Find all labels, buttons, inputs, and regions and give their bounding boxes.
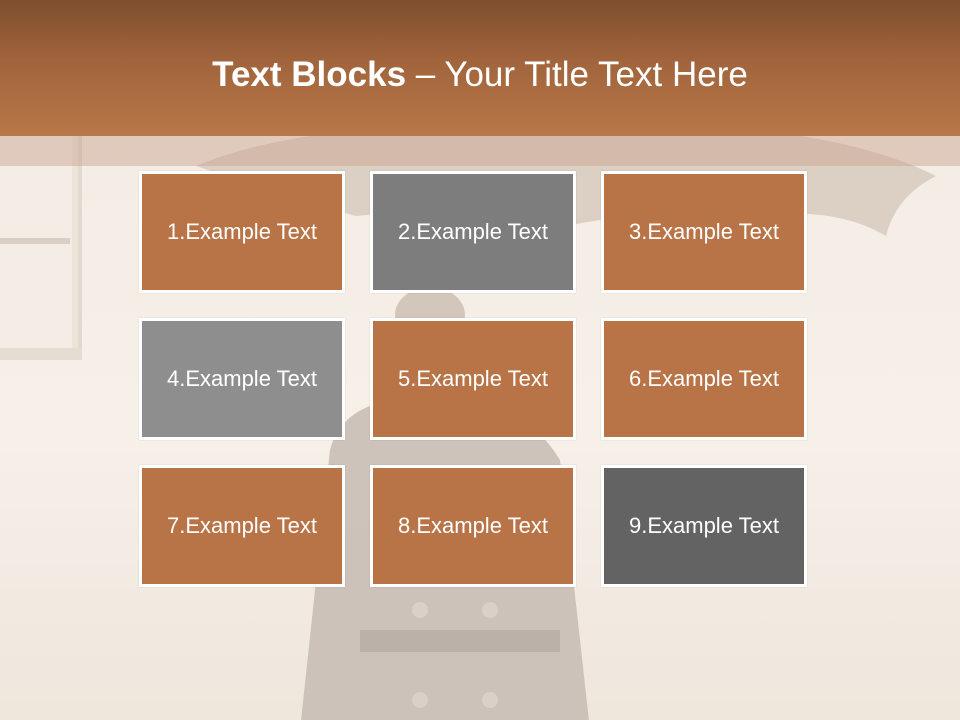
header-band	[0, 136, 960, 166]
text-block-7: 7.Example Text	[139, 465, 345, 587]
text-block-label: 1.Example Text	[166, 219, 317, 244]
text-block-label: 4.Example Text	[166, 366, 317, 391]
slide-title: Text Blocks – Your Title Text Here	[0, 52, 960, 98]
text-block-label: 5.Example Text	[397, 366, 548, 391]
text-block-1: 1.Example Text	[139, 171, 345, 293]
window-frame-bar	[0, 238, 70, 244]
text-block-6: 6.Example Text	[601, 318, 807, 440]
header-bar	[0, 0, 960, 136]
background-window	[0, 120, 82, 360]
title-rest: – Your Title Text Here	[406, 55, 748, 94]
text-block-label: 8.Example Text	[397, 513, 548, 538]
title-bold: Text Blocks	[212, 55, 407, 94]
text-block-label: 6.Example Text	[628, 366, 779, 391]
text-block-5: 5.Example Text	[370, 318, 576, 440]
text-block-3: 3.Example Text	[601, 171, 807, 293]
text-block-label: 9.Example Text	[628, 513, 779, 538]
text-block-label: 3.Example Text	[628, 219, 779, 244]
text-block-2: 2.Example Text	[370, 171, 576, 293]
text-block-label: 7.Example Text	[166, 513, 317, 538]
text-block-label: 2.Example Text	[397, 219, 548, 244]
text-block-8: 8.Example Text	[370, 465, 576, 587]
text-block-4: 4.Example Text	[139, 318, 345, 440]
text-block-9: 9.Example Text	[601, 465, 807, 587]
window-sill	[0, 348, 82, 360]
